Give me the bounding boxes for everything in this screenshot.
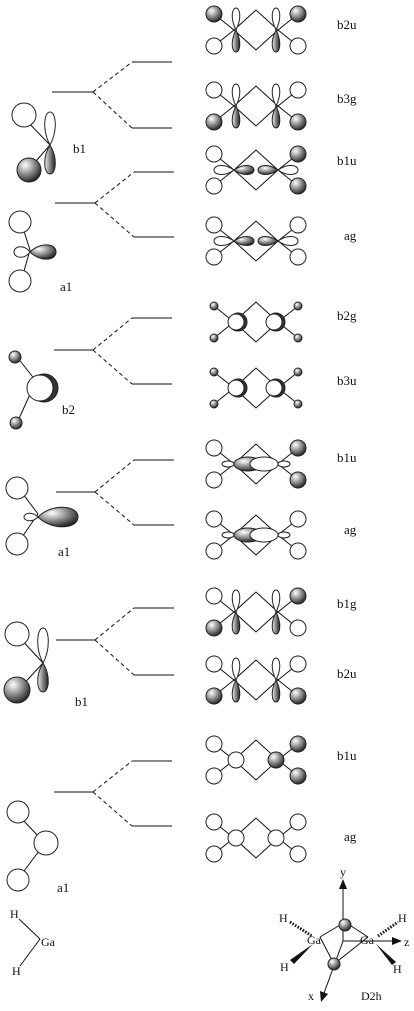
mo-label-10: b2u: [337, 666, 357, 681]
fragment-label-a1-upper: a1: [60, 279, 72, 294]
fragment-label-b2: b2: [62, 402, 75, 417]
monomer-h-top: H: [10, 907, 19, 921]
fragment-orbital-b2: b2: [8, 350, 75, 430]
fragment-label-a1-lower: a1: [57, 880, 69, 895]
mo-label-3: b1u: [337, 153, 357, 168]
axis-z-label: z: [404, 935, 409, 949]
fragment-orbital-a1-middle: a1: [5, 476, 79, 559]
mo-picture-11: [205, 735, 307, 785]
mo-labels: b2u b3g b1u ag b2g b3u b1u ag b1g b2u b1…: [337, 17, 357, 844]
dimer-structure: y z x Ga Ga H H H H D2h: [279, 865, 409, 1003]
axis-y-label: y: [340, 865, 346, 879]
mo-label-9: b1g: [337, 596, 357, 611]
mo-picture-12: [205, 813, 307, 863]
mo-label-8: ag: [344, 522, 357, 537]
point-group-label: D2h: [361, 989, 382, 1003]
mo-picture-5: [209, 301, 303, 343]
fragment-label-b1-lower: b1: [75, 694, 88, 709]
fragment-label-a1-middle: a1: [58, 544, 70, 559]
mo-label-5: b2g: [337, 308, 357, 323]
mo-label-6: b3u: [337, 373, 357, 388]
dimer-h-bottom-left: H: [280, 960, 289, 974]
fragment-label-b1-upper: b1: [73, 141, 86, 156]
molecular-orbital-pictures: [205, 5, 307, 863]
mo-label-11: b1u: [337, 748, 357, 763]
mo-label-7: b1u: [337, 450, 357, 465]
fragment-orbital-a1-upper: a1: [8, 210, 72, 294]
mo-picture-10: [205, 655, 307, 705]
correlation-lines: [52, 61, 174, 827]
dimer-h-bottom-right: H: [393, 962, 402, 976]
mo-picture-1: [205, 5, 307, 55]
mo-label-4: ag: [344, 228, 357, 243]
dimer-h-top-right: H: [398, 911, 407, 925]
mo-picture-4: [205, 216, 307, 266]
mo-picture-8: [205, 510, 307, 560]
mo-picture-3: [205, 145, 307, 195]
mo-label-2: b3g: [337, 91, 357, 106]
monomer-ga: Ga: [41, 935, 56, 949]
mo-picture-7: [205, 439, 307, 489]
mo-label-1: b2u: [337, 17, 357, 32]
mo-picture-9: [205, 587, 307, 637]
monomer-h-bottom: H: [12, 964, 21, 978]
fragment-orbital-b1-upper: b1: [11, 102, 86, 183]
mo-label-12: ag: [344, 829, 357, 844]
mo-picture-2: [205, 81, 307, 131]
fragment-orbital-b1-lower: b1: [3, 621, 88, 709]
monomer-structure: H Ga H: [10, 907, 56, 978]
axis-x-label: x: [308, 989, 314, 1003]
dimer-ga-right: Ga: [360, 933, 375, 947]
mo-picture-6: [209, 367, 303, 409]
dimer-ga-left: Ga: [307, 933, 322, 947]
fragment-orbital-a1-lower: a1: [6, 800, 69, 895]
dimer-h-top-left: H: [279, 911, 288, 925]
